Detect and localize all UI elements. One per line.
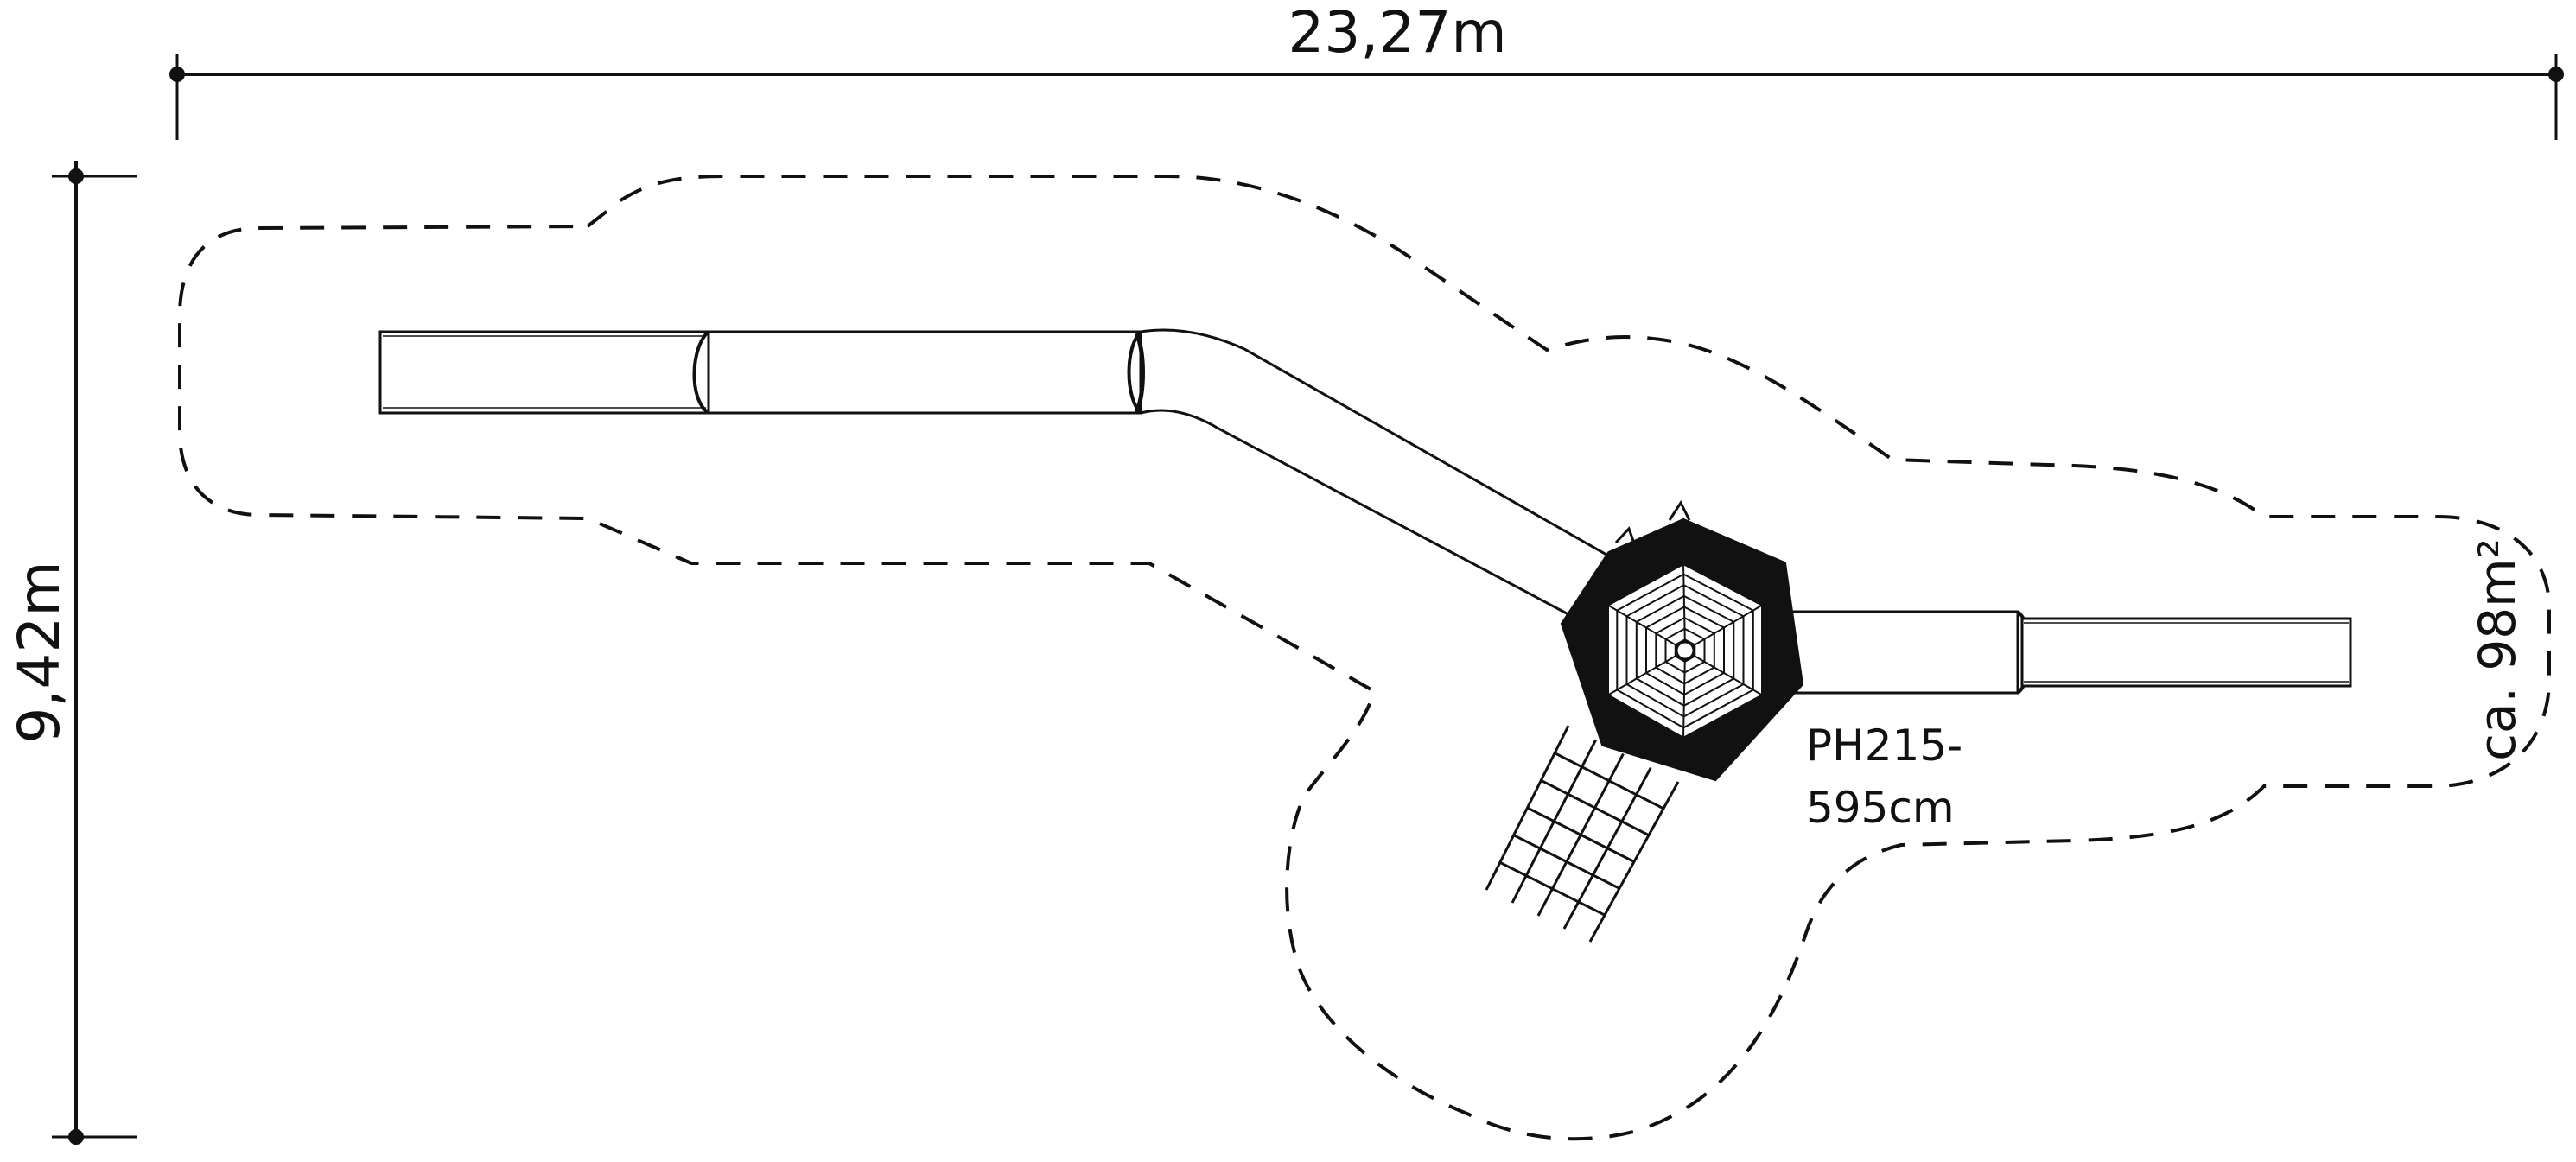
tube-slide-right [1761,610,2352,695]
product-code-label: PH215- [1806,721,1962,771]
roof-spoke [1606,650,1686,696]
height-dimension [52,161,137,1145]
safety-area-boundary [178,175,2551,1141]
tower-roof [1560,499,1804,782]
area-label: ca. 98m² [2468,538,2527,761]
width-dimension-label: 23,27m [1288,0,1506,66]
roof-spoke [1682,562,1686,651]
climbing-net [1485,725,1680,943]
net-strand [1536,752,1625,917]
tube-slide-left-straight [378,330,1142,415]
width-dimension [169,54,2564,140]
roof-spoke [1606,604,1686,651]
tube-slide-curve-diagonal [1134,328,1627,637]
height-dimension-label: 9,42m [6,561,73,743]
net-strand [1511,739,1598,904]
net-strand [1562,767,1652,930]
roof-spoke [1684,604,1764,651]
roof-spoke [1682,650,1686,740]
product-height-label: 595cm [1806,783,1955,833]
roof-spoke [1684,650,1764,696]
